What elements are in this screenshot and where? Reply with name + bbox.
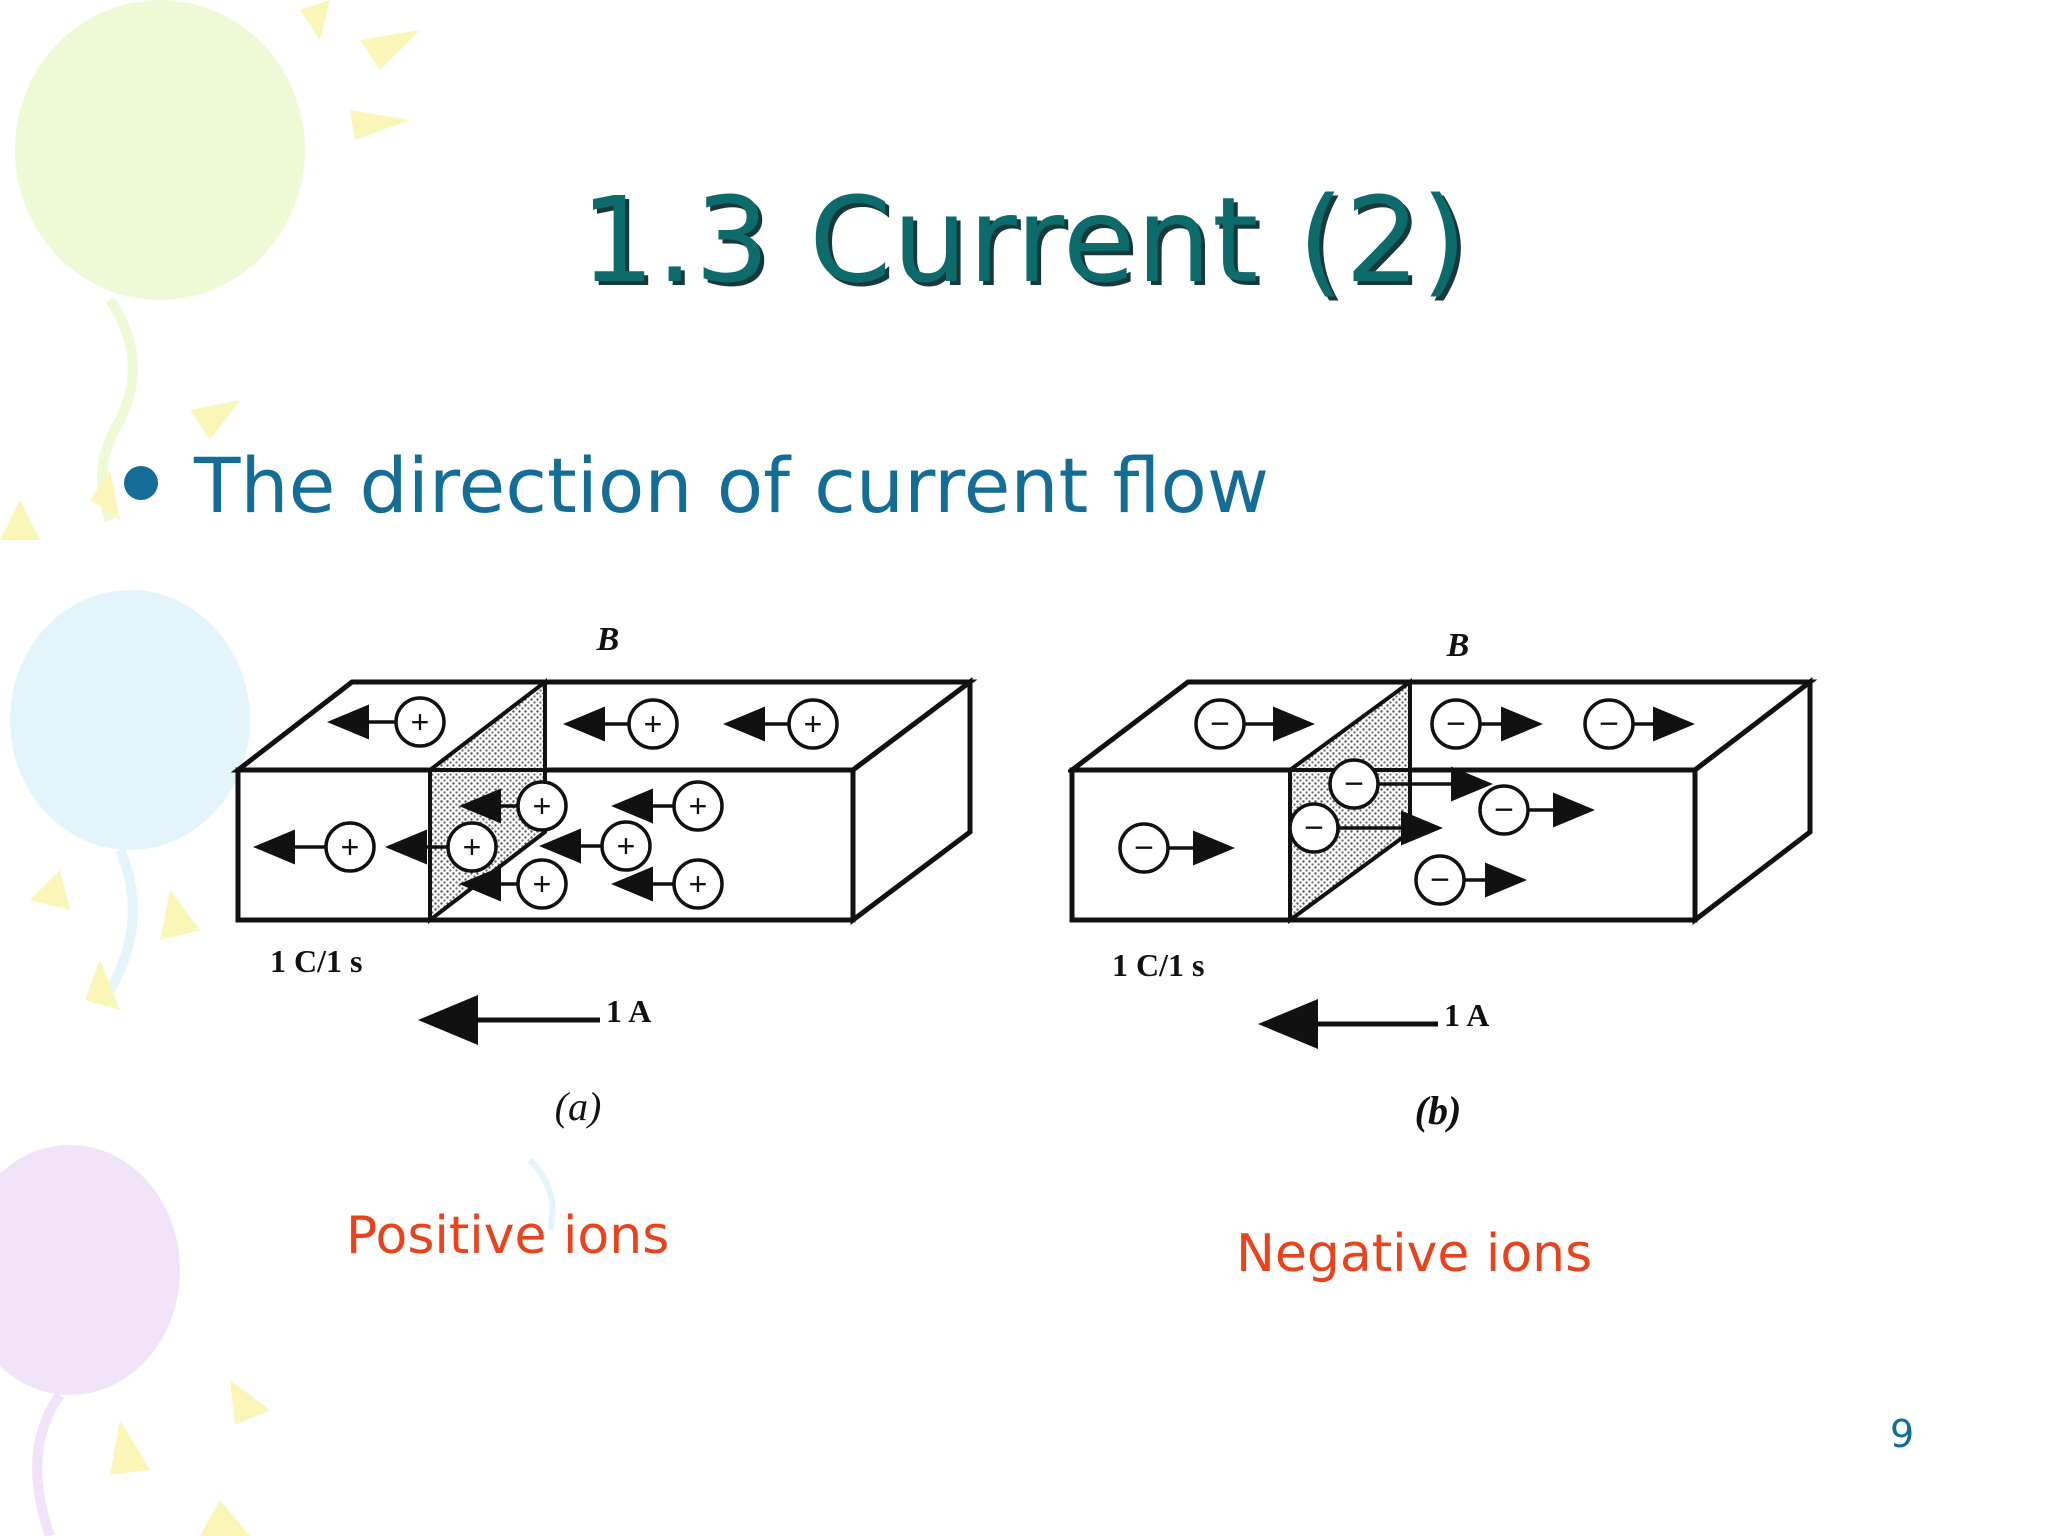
svg-text:+: + — [463, 829, 482, 865]
figure-a-positive-ions-diagram: + + + + + + + + + + B 1 C/1 s 1 A (a) — [230, 621, 978, 1129]
bullet-text: The direction of current flow — [194, 441, 1269, 530]
ion: − — [1194, 698, 1315, 750]
sub-figure-label: (b) — [1415, 1088, 1462, 1133]
svg-text:+: + — [341, 829, 360, 865]
ion: − — [1118, 822, 1235, 874]
caption-negative-ions: Negative ions — [1236, 1224, 1593, 1284]
svg-text:−: − — [1446, 705, 1466, 743]
ion: − — [1414, 854, 1527, 906]
ion: + — [563, 698, 679, 750]
svg-text:+: + — [533, 788, 552, 824]
ion: − — [1430, 698, 1543, 750]
ion: − — [1478, 784, 1595, 836]
slide-title: 1.3 Current (2) — [579, 171, 1468, 309]
svg-text:−: − — [1344, 765, 1364, 803]
figure-b-negative-ions-diagram: − − − − − − − − B 1 C/1 s 1 A (b) — [1068, 627, 1818, 1133]
svg-text:+: + — [689, 866, 708, 902]
ion: + — [459, 780, 568, 832]
svg-text:−: − — [1210, 705, 1230, 743]
svg-text:+: + — [689, 788, 708, 824]
ion: + — [327, 696, 446, 748]
svg-text:+: + — [804, 706, 823, 742]
cross-section-label: B — [596, 621, 620, 658]
ion: + — [723, 698, 839, 750]
bullet-item: The direction of current flow — [124, 440, 1269, 531]
svg-text:+: + — [617, 828, 636, 864]
ion: + — [253, 821, 376, 873]
conductor-block — [230, 676, 978, 926]
ion: − — [1328, 758, 1493, 810]
ion: + — [611, 858, 724, 910]
cross-section-label: B — [1446, 627, 1470, 664]
current-label: 1 A — [606, 993, 651, 1029]
charge-rate-label: 1 C/1 s — [270, 943, 362, 979]
svg-text:−: − — [1304, 809, 1324, 847]
current-label: 1 A — [1444, 997, 1489, 1033]
ion: − — [1288, 802, 1443, 854]
svg-text:−: − — [1494, 791, 1514, 829]
svg-text:−: − — [1430, 861, 1450, 899]
ion: + — [611, 780, 724, 832]
svg-text:+: + — [533, 866, 552, 902]
svg-text:−: − — [1599, 705, 1619, 743]
page-number: 9 — [1890, 1412, 1915, 1456]
charge-rate-label: 1 C/1 s — [1112, 947, 1204, 983]
ion: − — [1583, 698, 1695, 750]
bullet-point-icon — [124, 466, 158, 500]
svg-text:−: − — [1134, 829, 1154, 867]
svg-text:+: + — [644, 706, 663, 742]
positive-ions: + + + + + + + + + + — [253, 696, 839, 910]
sub-figure-label: (a) — [555, 1084, 602, 1129]
negative-ions: − − − − − − − − — [1118, 698, 1695, 906]
svg-text:+: + — [411, 704, 430, 740]
caption-positive-ions: Positive ions — [346, 1206, 670, 1266]
